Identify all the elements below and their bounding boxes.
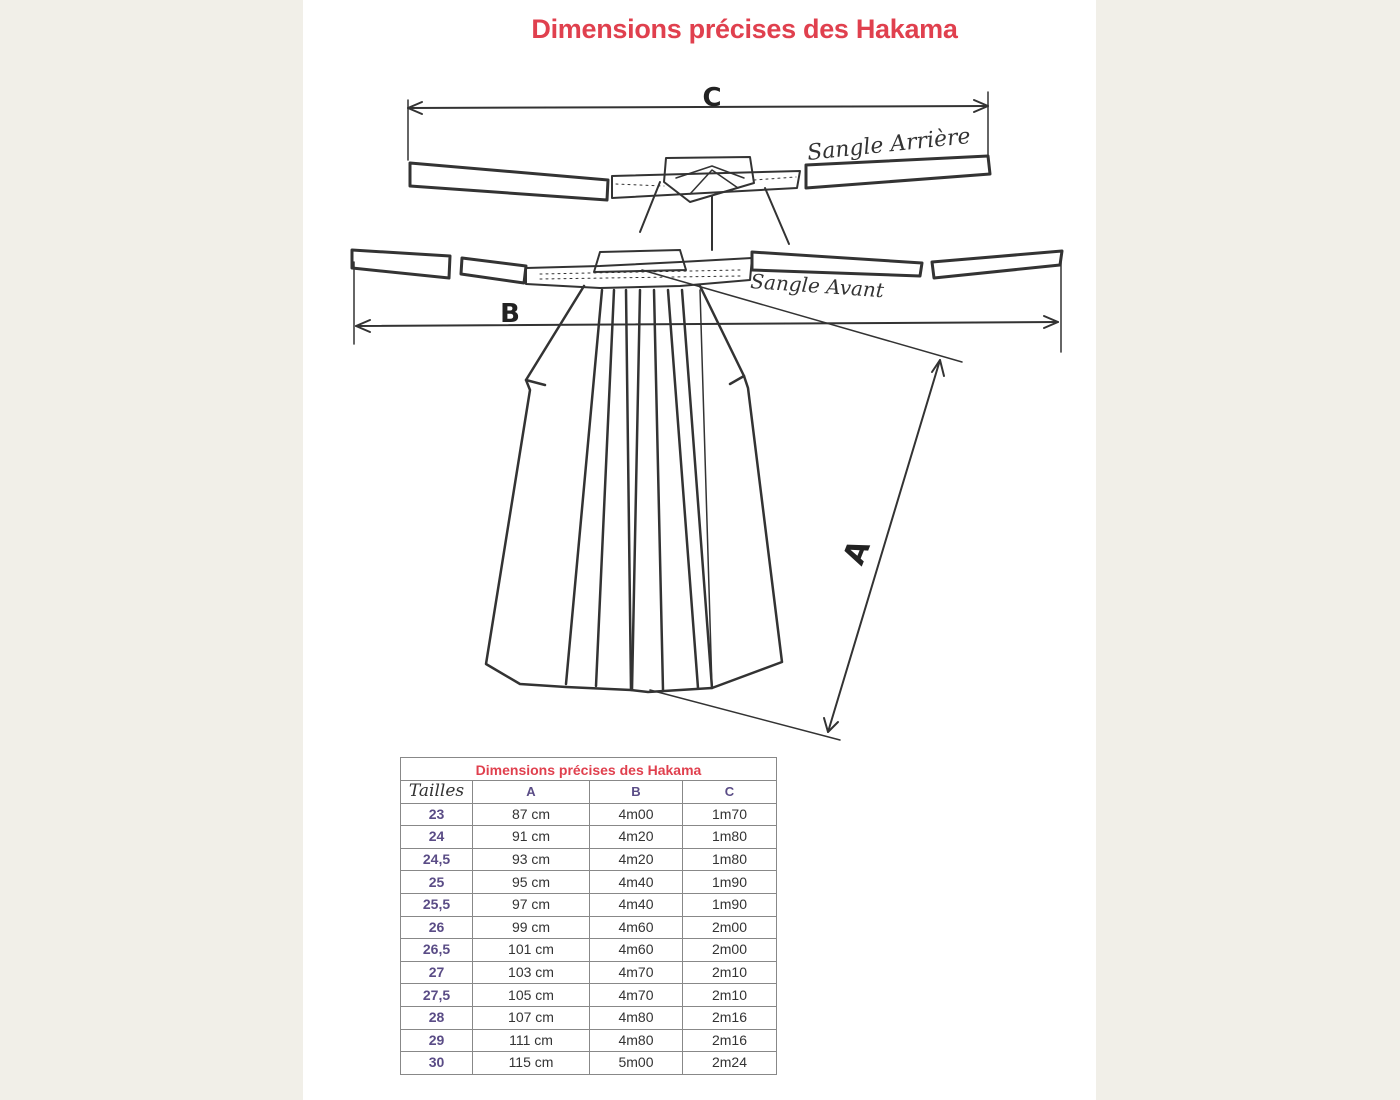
cell-a: 87 cm <box>472 802 590 827</box>
stitching <box>539 176 797 280</box>
cell-a: 105 cm <box>472 983 590 1007</box>
cell-c: 2m00 <box>682 915 777 940</box>
size-table: Dimensions précises des Hakama Tailles A… <box>400 757 777 1075</box>
cell-a: 107 cm <box>472 1005 590 1030</box>
cell-a: 103 cm <box>472 960 590 985</box>
cell-b: 4m40 <box>589 870 683 894</box>
cell-size: 30 <box>400 1051 473 1075</box>
cell-c: 1m70 <box>682 802 777 827</box>
cell-b: 4m60 <box>589 915 683 940</box>
cell-c: 2m24 <box>682 1051 777 1075</box>
cell-c: 1m80 <box>682 825 777 849</box>
back-strap <box>408 154 992 251</box>
cell-size: 29 <box>400 1028 473 1053</box>
cell-size: 27,5 <box>400 983 473 1007</box>
cell-size: 25,5 <box>400 892 473 917</box>
cell-c: 2m10 <box>682 960 777 985</box>
cell-b: 4m80 <box>589 1028 683 1053</box>
cell-a: 95 cm <box>472 870 590 894</box>
cell-a: 111 cm <box>472 1028 590 1053</box>
header-b: B <box>589 780 683 804</box>
cell-b: 4m80 <box>589 1005 683 1030</box>
cell-c: 2m16 <box>682 1028 777 1053</box>
cell-c: 1m90 <box>682 892 777 917</box>
cell-b: 4m20 <box>589 825 683 849</box>
cell-size: 24 <box>400 825 473 849</box>
cell-a: 97 cm <box>472 892 590 917</box>
cell-a: 93 cm <box>472 847 590 872</box>
cell-a: 115 cm <box>472 1051 590 1075</box>
cell-c: 1m80 <box>682 847 777 872</box>
header-c: C <box>682 780 777 804</box>
label-a: A <box>837 534 878 569</box>
cell-b: 4m40 <box>589 892 683 917</box>
cell-a: 101 cm <box>472 938 590 962</box>
cell-b: 4m20 <box>589 847 683 872</box>
cell-size: 26,5 <box>400 938 473 962</box>
cell-size: 27 <box>400 960 473 985</box>
cell-a: 99 cm <box>472 915 590 940</box>
cell-size: 24,5 <box>400 847 473 872</box>
label-b: B <box>500 299 520 329</box>
cell-b: 4m70 <box>589 983 683 1007</box>
dimension-b-arrow <box>353 257 1062 353</box>
cell-b: 4m60 <box>589 938 683 962</box>
cell-size: 23 <box>400 802 473 827</box>
cell-c: 2m10 <box>682 983 777 1007</box>
cell-b: 4m70 <box>589 960 683 985</box>
cell-b: 5m00 <box>589 1051 683 1075</box>
page-title: Dimensions précises des Hakama <box>531 14 958 44</box>
cell-c: 1m90 <box>682 870 777 894</box>
table-caption: Dimensions précises des Hakama <box>400 757 777 780</box>
cell-size: 25 <box>400 870 473 894</box>
table-header-row: Tailles A B C <box>400 780 777 804</box>
header-a: A <box>472 780 590 804</box>
dimension-c-arrow <box>407 91 989 161</box>
cell-size: 28 <box>400 1005 473 1030</box>
cell-c: 2m16 <box>682 1005 777 1030</box>
cell-b: 4m00 <box>589 802 683 827</box>
hakama-body <box>484 249 784 694</box>
cell-a: 91 cm <box>472 825 590 849</box>
dimension-a-arrow <box>641 269 963 741</box>
label-c: C <box>702 83 721 113</box>
hakama-diagram: C B A Sangle Arrière Sangle Avant <box>350 83 1064 741</box>
header-tailles: Tailles <box>400 780 473 804</box>
cell-size: 26 <box>400 915 473 940</box>
front-strap <box>350 248 1064 289</box>
cell-c: 2m00 <box>682 938 777 962</box>
